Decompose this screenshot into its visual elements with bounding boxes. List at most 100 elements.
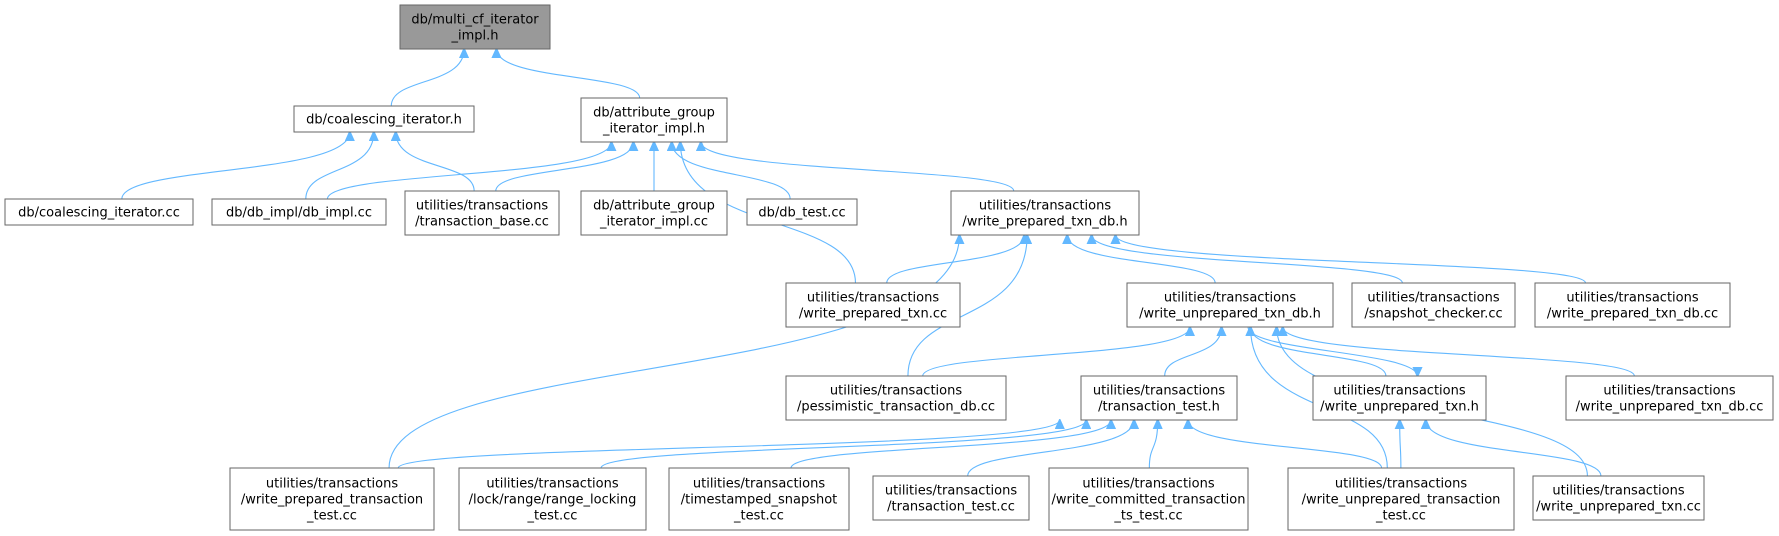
edge-n1-to-n0 bbox=[390, 49, 464, 107]
graph-node[interactable]: utilities/transactions/write_unprepared_… bbox=[1565, 375, 1774, 421]
node-label-line: utilities/transactions bbox=[266, 477, 398, 492]
graph-node[interactable]: utilities/transactions/transaction_base.… bbox=[404, 190, 560, 236]
node-label-line: _iterator_impl.cc bbox=[599, 215, 708, 230]
graph-node[interactable]: utilities/transactions/timestamped_snaps… bbox=[668, 467, 850, 531]
edge-n7-to-n2 bbox=[672, 142, 791, 200]
node-label-line: /lock/range/range_locking bbox=[469, 493, 637, 508]
edge-n15-to-n10 bbox=[1250, 327, 1387, 377]
edge-n16-to-n10 bbox=[1283, 327, 1635, 377]
node-box bbox=[1534, 282, 1731, 328]
graph-node[interactable]: utilities/transactions/pessimistic_trans… bbox=[785, 375, 1007, 421]
node-label-line: _test.cc bbox=[306, 509, 357, 524]
edge-n3-to-n1 bbox=[121, 132, 350, 200]
edge-layer bbox=[121, 49, 1635, 477]
node-label-line: utilities/transactions bbox=[1333, 384, 1465, 399]
node-label-line: _test.cc bbox=[1375, 509, 1426, 524]
node-box bbox=[668, 467, 850, 531]
node-box bbox=[785, 282, 961, 328]
graph-node[interactable]: db/coalescing_iterator.cc bbox=[4, 198, 194, 226]
node-label-line: /write_committed_transaction bbox=[1052, 493, 1246, 508]
graph-node[interactable]: utilities/transactions/snapshot_checker.… bbox=[1351, 282, 1516, 328]
edge-n22-to-n15 bbox=[1400, 420, 1401, 469]
graph-node[interactable]: utilities/transactions/write_committed_t… bbox=[1048, 467, 1249, 531]
node-label-line: db/attribute_group bbox=[593, 199, 715, 214]
node-layer: db/multi_cf_iterator_impl.h db/coalescing… bbox=[4, 4, 1774, 531]
node-label-line: utilities/transactions bbox=[1082, 477, 1214, 492]
node-label-line: utilities/transactions bbox=[979, 199, 1111, 214]
graph-node[interactable]: db/db_test.cc bbox=[746, 198, 858, 226]
edge-n10-to-n8 bbox=[1067, 235, 1216, 284]
node-label-line: db/attribute_group bbox=[593, 106, 715, 121]
root-node: db/multi_cf_iterator_impl.h bbox=[399, 4, 551, 50]
node-box bbox=[211, 198, 387, 226]
node-label-line: _impl.h bbox=[450, 29, 498, 44]
edge-n4-to-n1 bbox=[305, 132, 374, 200]
node-box bbox=[746, 198, 858, 226]
node-label-line: utilities/transactions bbox=[486, 477, 618, 492]
node-box bbox=[872, 475, 1030, 521]
graph-node[interactable]: utilities/transactions/write_prepared_tr… bbox=[229, 467, 435, 531]
node-label-line: /write_unprepared_transaction bbox=[1302, 493, 1501, 508]
graph-node[interactable]: utilities/transactions/transaction_test.… bbox=[872, 475, 1030, 521]
graph-node[interactable]: utilities/transactions/write_prepared_tx… bbox=[950, 190, 1140, 236]
graph-node[interactable]: utilities/transactions/write_prepared_tx… bbox=[1534, 282, 1731, 328]
node-label-line: db/coalescing_iterator.h bbox=[306, 113, 462, 128]
edge-n9-to-n8 bbox=[886, 235, 1025, 284]
node-label-line: /pessimistic_transaction_db.cc bbox=[797, 400, 995, 415]
node-label-line: utilities/transactions bbox=[693, 477, 825, 492]
graph-node[interactable]: utilities/transactions/write_unprepared_… bbox=[1126, 282, 1334, 328]
node-label-line: /write_unprepared_txn_db.h bbox=[1139, 307, 1321, 322]
edge-n5-to-n1 bbox=[396, 132, 475, 192]
graph-node[interactable]: utilities/transactions/transaction_test.… bbox=[1080, 375, 1238, 421]
node-label-line: utilities/transactions bbox=[1164, 291, 1296, 306]
edge-n12-to-n8 bbox=[1116, 235, 1587, 284]
edge-n13-to-n8 bbox=[907, 235, 1027, 377]
graph-node[interactable]: db/db_impl/db_impl.cc bbox=[211, 198, 387, 226]
graph-node[interactable]: db/attribute_group_iterator_impl.cc bbox=[580, 190, 728, 236]
node-box bbox=[580, 97, 728, 143]
node-label-line: _ts_test.cc bbox=[1113, 509, 1182, 524]
node-label-line: utilities/transactions bbox=[1552, 484, 1684, 499]
edge-n14-to-n10 bbox=[1164, 327, 1222, 377]
node-label-line: /write_prepared_transaction bbox=[241, 493, 423, 508]
node-box bbox=[950, 190, 1140, 236]
graph-node[interactable]: utilities/transactions/write_prepared_tx… bbox=[785, 282, 961, 328]
graph-node[interactable]: utilities/transactions/write_unprepared_… bbox=[1287, 467, 1515, 531]
node-label-line: utilities/transactions bbox=[1335, 477, 1467, 492]
node-label-line: /snapshot_checker.cc bbox=[1364, 307, 1502, 322]
node-label-line: db/db_test.cc bbox=[758, 206, 845, 221]
edge-n20-to-n14 bbox=[967, 420, 1134, 477]
graph-node[interactable]: utilities/transactions/write_unprepared_… bbox=[1532, 475, 1705, 521]
node-box bbox=[1287, 467, 1515, 531]
node-label-line: /write_prepared_txn.cc bbox=[799, 307, 947, 322]
node-label-line: /write_prepared_txn_db.cc bbox=[1547, 307, 1718, 322]
edge-n23-to-n15 bbox=[1426, 420, 1602, 477]
graph-node[interactable]: db/attribute_group_iterator_impl.h bbox=[580, 97, 728, 143]
node-label-line: utilities/transactions bbox=[416, 199, 548, 214]
edge-n11-to-n8 bbox=[1092, 235, 1403, 284]
edge-n19-to-n14 bbox=[790, 420, 1111, 469]
node-label-line: utilities/transactions bbox=[885, 484, 1017, 499]
node-box bbox=[404, 190, 560, 236]
edge-n17-to-n8 bbox=[388, 235, 959, 469]
edge-n21-to-n14 bbox=[1148, 420, 1157, 469]
node-label-line: utilities/transactions bbox=[1367, 291, 1499, 306]
node-label-line: _test.cc bbox=[733, 509, 784, 524]
node-box bbox=[458, 467, 647, 531]
edge-n10-to-n15 bbox=[1247, 326, 1418, 376]
graph-node[interactable]: db/coalescing_iterator.h bbox=[293, 105, 475, 133]
node-label-line: /write_unprepared_txn_db.cc bbox=[1576, 400, 1764, 415]
node-label-line: /transaction_test.h bbox=[1098, 400, 1220, 415]
node-label-line: _iterator_impl.h bbox=[602, 122, 705, 137]
node-box bbox=[1080, 375, 1238, 421]
graph-node[interactable]: utilities/transactions/lock/range/range_… bbox=[458, 467, 647, 531]
node-box bbox=[1351, 282, 1516, 328]
edge-n2-to-n0 bbox=[496, 49, 641, 99]
node-box bbox=[785, 375, 1007, 421]
node-label-line: db/multi_cf_iterator bbox=[411, 13, 539, 28]
node-label-line: utilities/transactions bbox=[1603, 384, 1735, 399]
node-box bbox=[1532, 475, 1705, 521]
graph-node[interactable]: utilities/transactions/write_unprepared_… bbox=[1312, 375, 1487, 421]
node-box bbox=[399, 4, 551, 50]
node-box bbox=[1126, 282, 1334, 328]
